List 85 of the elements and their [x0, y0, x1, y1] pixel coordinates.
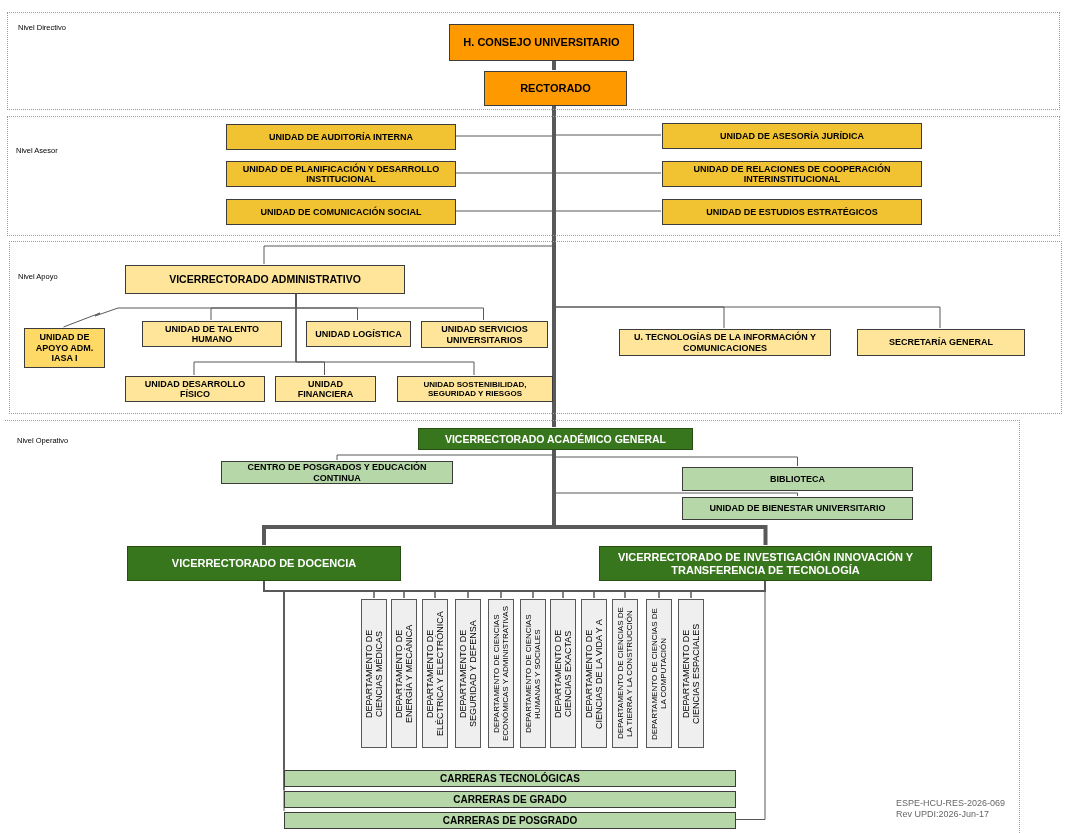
unit-box [275, 376, 376, 402]
unit-label: UNIDAD DE RELACIONES DE COOPERACIÓN INTERINSTITUCIONAL [692, 163, 892, 185]
unit-box [662, 161, 922, 187]
department-box [422, 599, 448, 748]
unit-box [619, 329, 831, 356]
program-box [284, 770, 736, 787]
department-label: DEPARTAMENTO DE SEGURIDAD Y DEFENSA [457, 619, 479, 729]
unit-label: VICERRECTORADO ACADÉMICO GENERAL [444, 432, 667, 446]
unit-label: UNIDAD DE ESTUDIOS ESTRATÉGICOS [706, 206, 878, 218]
department-box [581, 599, 607, 748]
department-label: DEPARTAMENTO DE CIENCIAS DE LA VIDA Y A [583, 617, 605, 731]
unit-label: UNIDAD SOSTENIBILIDAD, SEGURIDAD Y RIESGOS [422, 379, 528, 399]
department-box [646, 599, 672, 748]
unit-box [226, 161, 456, 187]
unit-box [421, 321, 548, 348]
unit-label: UNIDAD LOGÍSTICA [315, 328, 402, 340]
department-box [520, 599, 546, 748]
unit-box [662, 199, 922, 225]
unit-label: UNIDAD SERVICIOS UNIVERSITARIOS [440, 324, 529, 345]
unit-label: CENTRO DE POSGRADOS Y EDUCACIÓN CONTINUA [246, 462, 428, 483]
connector-line [552, 105, 556, 427]
department-box [391, 599, 417, 748]
unit-label: RECTORADO [520, 82, 591, 95]
unit-label: CARRERAS TECNOLÓGICAS [440, 772, 580, 785]
unit-label: UNIDAD DE AUDITORÍA INTERNA [268, 131, 414, 143]
department-label: DEPARTAMENTO DE CIENCIAS DE LA COMPUTACIÓN [649, 606, 669, 742]
department-label: DEPARTAMENTO DE ELÉCTRICA Y ELECTRÓNICA [424, 610, 446, 738]
department-box [488, 599, 514, 748]
unit-label: UNIDAD DESARROLLO FÍSICO [143, 378, 247, 400]
unit-box [226, 124, 456, 150]
unit-box [306, 321, 411, 347]
department-label: DEPARTAMENTO DE CIENCIAS EXACTAS [552, 628, 574, 720]
department-label: DEPARTAMENTO DE ENERGÍA Y MECÁNICA [393, 623, 415, 725]
unit-label: UNIDAD DE ASESORÍA JURÍDICA [720, 130, 864, 142]
connector-line [552, 60, 556, 70]
department-label: DEPARTAMENTO DE CIENCIAS MÉDICAS [363, 628, 385, 720]
unit-label: UNIDAD FINANCIERA [296, 378, 355, 400]
unit-label: UNIDAD DE PLANIFICACIÓN Y DESARROLLO INSTITUCIONAL [241, 163, 441, 185]
unit-label: UNIDAD DE BIENESTAR UNIVERSITARIO [709, 503, 886, 514]
unit-box [125, 376, 265, 402]
department-label: DEPARTAMENTO DE CIENCIAS ESPACIALES [680, 622, 702, 726]
unit-box [142, 321, 282, 347]
unit-label: CARRERAS DE POSGRADO [442, 814, 578, 827]
unit-box [418, 428, 693, 450]
unit-label: SECRETARÍA GENERAL [889, 337, 993, 348]
unit-box [599, 546, 932, 581]
unit-box [484, 71, 627, 106]
unit-label: UNIDAD DE APOYO ADM. IASA I [34, 332, 95, 364]
department-box [550, 599, 576, 748]
level-band [7, 116, 1060, 236]
unit-label: VICERRECTORADO DE INVESTIGACIÓN INNOVACIÓN Y TRANSFERENCIA DE TECNOLOGÍA [616, 550, 915, 577]
department-box [612, 599, 638, 748]
program-box [284, 791, 736, 808]
unit-box [662, 123, 922, 149]
footer-note: Rev UPDI:2026-Jun-17 [896, 810, 990, 819]
unit-box [24, 328, 105, 368]
unit-box [682, 467, 913, 491]
department-label: DEPARTAMENTO DE CIENCIAS HUMANAS Y SOCIALES [523, 613, 543, 735]
unit-label: VICERRECTORADO DE DOCENCIA [171, 557, 357, 570]
department-box [678, 599, 704, 748]
unit-box [397, 376, 553, 402]
unit-box [125, 265, 405, 294]
unit-box [449, 24, 634, 61]
department-label: DEPARTAMENTO DE CIENCIAS DE LA TIERRA Y LA CONSTRUCCIÓN [615, 606, 635, 742]
program-box [284, 812, 736, 829]
level-band [9, 241, 1062, 414]
unit-label: U. TECNOLOGÍAS DE LA INFORMACIÓN Y COMUNICACIONES [633, 332, 817, 353]
unit-box [127, 546, 401, 581]
unit-label: H. CONSEJO UNIVERSITARIO [463, 36, 620, 49]
connector-line [552, 449, 768, 545]
level-band [5, 420, 1020, 833]
unit-label: BIBLIOTECA [770, 473, 825, 485]
unit-box [221, 461, 453, 484]
unit-label: UNIDAD DE COMUNICACIÓN SOCIAL [260, 206, 422, 218]
department-box [361, 599, 387, 748]
level-band [7, 12, 1060, 110]
unit-label: VICERRECTORADO ADMINISTRATIVO [169, 273, 361, 286]
unit-box [857, 329, 1025, 356]
footer-note: ESPE-HCU-RES-2026-069 [896, 799, 1006, 808]
unit-box [226, 199, 456, 225]
department-box [455, 599, 481, 748]
unit-box [682, 497, 913, 520]
unit-label: UNIDAD DE TALENTO HUMANO [163, 323, 261, 345]
unit-label: CARRERAS DE GRADO [453, 793, 567, 806]
department-label: DEPARTAMENTO DE CIENCIAS ECONÓMICAS Y ADMINISTRATIVAS [491, 605, 511, 743]
